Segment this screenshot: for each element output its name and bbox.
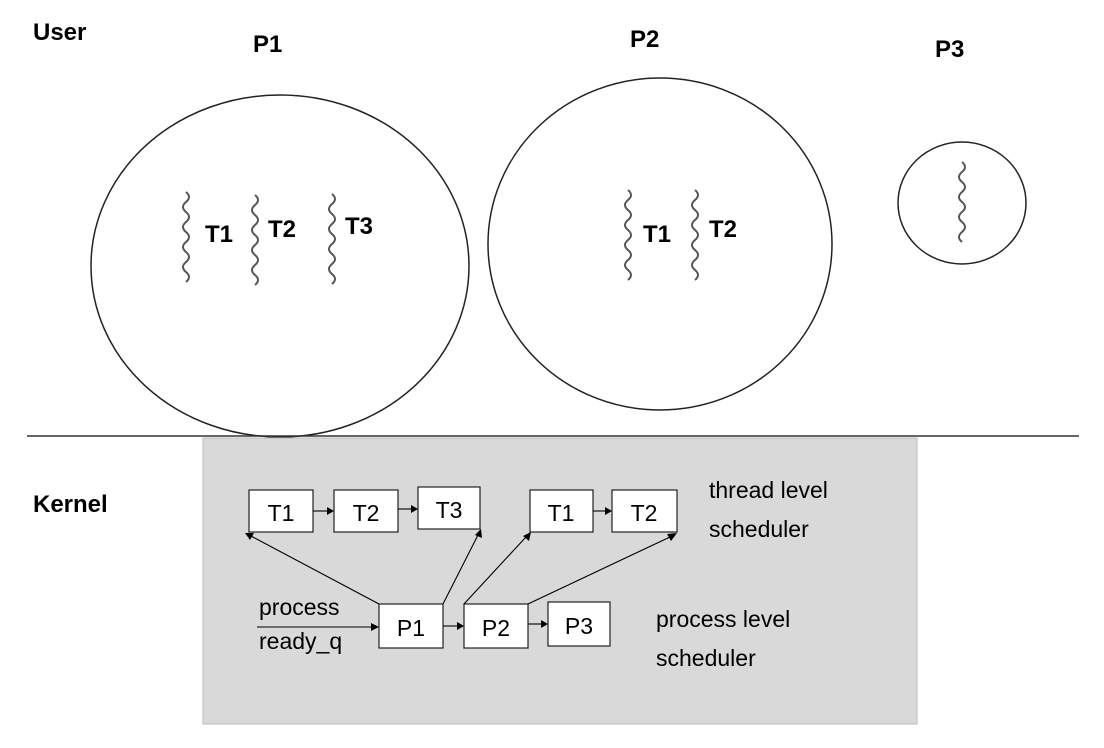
thread-label-p2-t1: T1 xyxy=(643,221,671,248)
process-to-thread-arrow xyxy=(463,536,527,605)
ready-queue-box xyxy=(378,603,444,649)
ready-queue-label-line2: ready_q xyxy=(259,628,342,654)
process-title-p2: P2 xyxy=(630,26,659,53)
process-to-thread-arrow xyxy=(527,536,671,605)
process-to-thread-arrow xyxy=(442,534,479,605)
ready-queue-item: P1 xyxy=(397,615,425,641)
process-to-thread-arrowhead xyxy=(245,533,254,540)
queue-link-arrowhead xyxy=(457,622,464,630)
ready-queue-item: P3 xyxy=(565,613,593,639)
queue-link-arrowhead xyxy=(541,620,548,628)
ready-queue-box xyxy=(463,603,529,649)
process-to-thread-arrow xyxy=(250,535,380,605)
process-scheduler-label-line1: process level xyxy=(656,606,790,632)
thread-label-p1-t1: T1 xyxy=(205,221,233,248)
process-scheduler-label-line2: scheduler xyxy=(656,645,756,671)
thread-queue-2-item: T2 xyxy=(631,500,658,526)
thread-queue-1-box xyxy=(417,486,481,530)
thread-label-p1-t2: T2 xyxy=(268,216,296,243)
process-to-thread-arrowhead xyxy=(667,533,677,541)
squiggle-p1-t1 xyxy=(182,191,190,283)
thread-queue-1-item: T3 xyxy=(436,497,463,523)
queue-link-arrowhead xyxy=(605,507,612,515)
thread-scheduler-label-line1: thread level xyxy=(709,477,828,503)
ready-queue-label-line1: process xyxy=(259,594,340,620)
ready-queue-entry-arrowhead xyxy=(371,623,379,631)
thread-queue-1-item: T1 xyxy=(268,500,295,526)
squiggle-p1-t3 xyxy=(328,193,336,285)
ready-queue-box xyxy=(547,601,611,647)
kernel-label: Kernel xyxy=(33,491,108,518)
kernel-region xyxy=(202,437,918,725)
process-circle-p3 xyxy=(897,141,1027,265)
squiggle-p1-t2 xyxy=(251,194,259,286)
squiggle-p2-t1 xyxy=(624,189,632,281)
process-to-thread-arrowhead xyxy=(523,532,531,541)
thread-queue-1-item: T2 xyxy=(353,500,380,526)
process-title-p3: P3 xyxy=(935,36,964,63)
thread-queue-1-box xyxy=(248,489,314,533)
thread-queue-1-box xyxy=(333,489,399,533)
queue-link-arrowhead xyxy=(411,505,418,513)
thread-queue-2-item: T1 xyxy=(548,500,575,526)
thread-squiggles xyxy=(182,161,966,286)
user-label: User xyxy=(33,19,86,46)
thread-queue-2-box xyxy=(611,489,678,533)
thread-scheduler-label-line2: scheduler xyxy=(709,516,809,542)
thread-label-p2-t2: T2 xyxy=(709,216,737,243)
process-title-p1: P1 xyxy=(253,31,282,58)
squiggle-p3-thread xyxy=(958,161,966,243)
process-circle-p2 xyxy=(487,77,833,411)
thread-label-p1-t3: T3 xyxy=(345,213,373,240)
squiggle-p2-t2 xyxy=(691,189,699,281)
ready-queue-item: P2 xyxy=(482,615,510,641)
queue-link-arrowhead xyxy=(327,507,334,515)
process-circle-p1 xyxy=(90,94,470,438)
process-to-thread-arrowhead xyxy=(475,529,482,538)
